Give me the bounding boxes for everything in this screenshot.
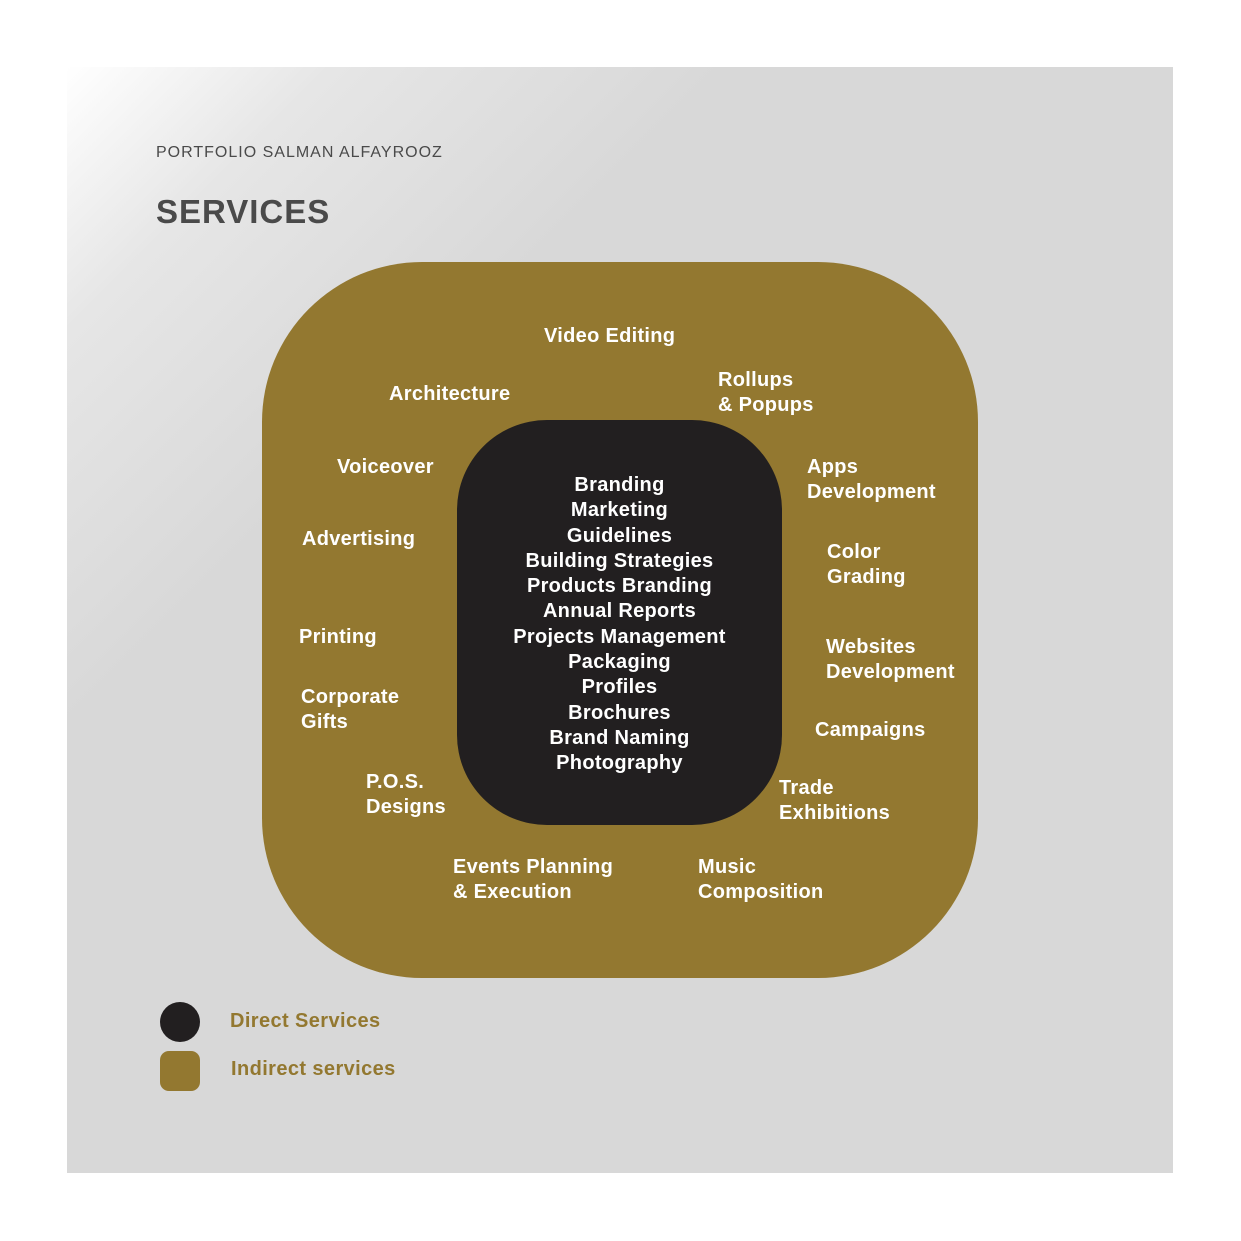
indirect-service-advertising: Advertising — [302, 528, 416, 550]
indirect-service-rollups: Rollups & Popups — [718, 369, 814, 416]
direct-service-item: Brand Naming — [549, 726, 690, 749]
direct-service-item: Products Branding — [526, 575, 713, 598]
direct-service-item: Marketing — [570, 499, 669, 522]
direct-service-item: Profiles — [581, 676, 658, 699]
indirect-service-architecture: Architecture — [389, 383, 511, 405]
indirect-service-corporate-gifts: Corporate Gifts — [301, 686, 400, 733]
direct-services-list: Branding Marketing Guidelines Building S… — [457, 473, 782, 777]
direct-service-item: Photography — [556, 752, 683, 775]
direct-service-item: Brochures — [568, 701, 671, 724]
indirect-service-video-editing: Video Editing — [544, 325, 676, 347]
direct-service-item: Guidelines — [566, 524, 673, 547]
direct-service-item: Branding — [574, 474, 665, 496]
page-title: SERVICES — [156, 193, 331, 230]
indirect-service-apps: Apps Development — [807, 456, 936, 503]
direct-service-item: Packaging — [568, 651, 671, 674]
direct-service-item: Projects Management — [513, 625, 726, 648]
indirect-service-music: Music Composition — [698, 856, 824, 903]
direct-services-area — [457, 420, 782, 825]
indirect-service-voiceover: Voiceover — [337, 456, 434, 478]
indirect-service-events: Events Planning & Execution — [453, 856, 614, 903]
legend-direct-label: Direct Services — [230, 1010, 381, 1032]
indirect-service-pos: P.O.S. Designs — [366, 771, 446, 818]
direct-service-item: Building Strategies — [525, 549, 714, 572]
portfolio-label: PORTFOLIO SALMAN ALFAYROOZ — [156, 144, 443, 161]
indirect-service-color-grading: Color Grading — [827, 541, 906, 588]
indirect-service-websites: Websites Development — [826, 636, 955, 683]
indirect-service-printing: Printing — [299, 626, 377, 648]
direct-service-item: Annual Reports — [542, 600, 697, 623]
legend-indirect-swatch — [160, 1051, 200, 1091]
indirect-service-campaigns: Campaigns — [815, 719, 926, 741]
indirect-service-trade: Trade Exhibitions — [779, 777, 891, 824]
legend-indirect-label: Indirect services — [231, 1058, 396, 1080]
legend-direct-swatch — [160, 1002, 200, 1042]
